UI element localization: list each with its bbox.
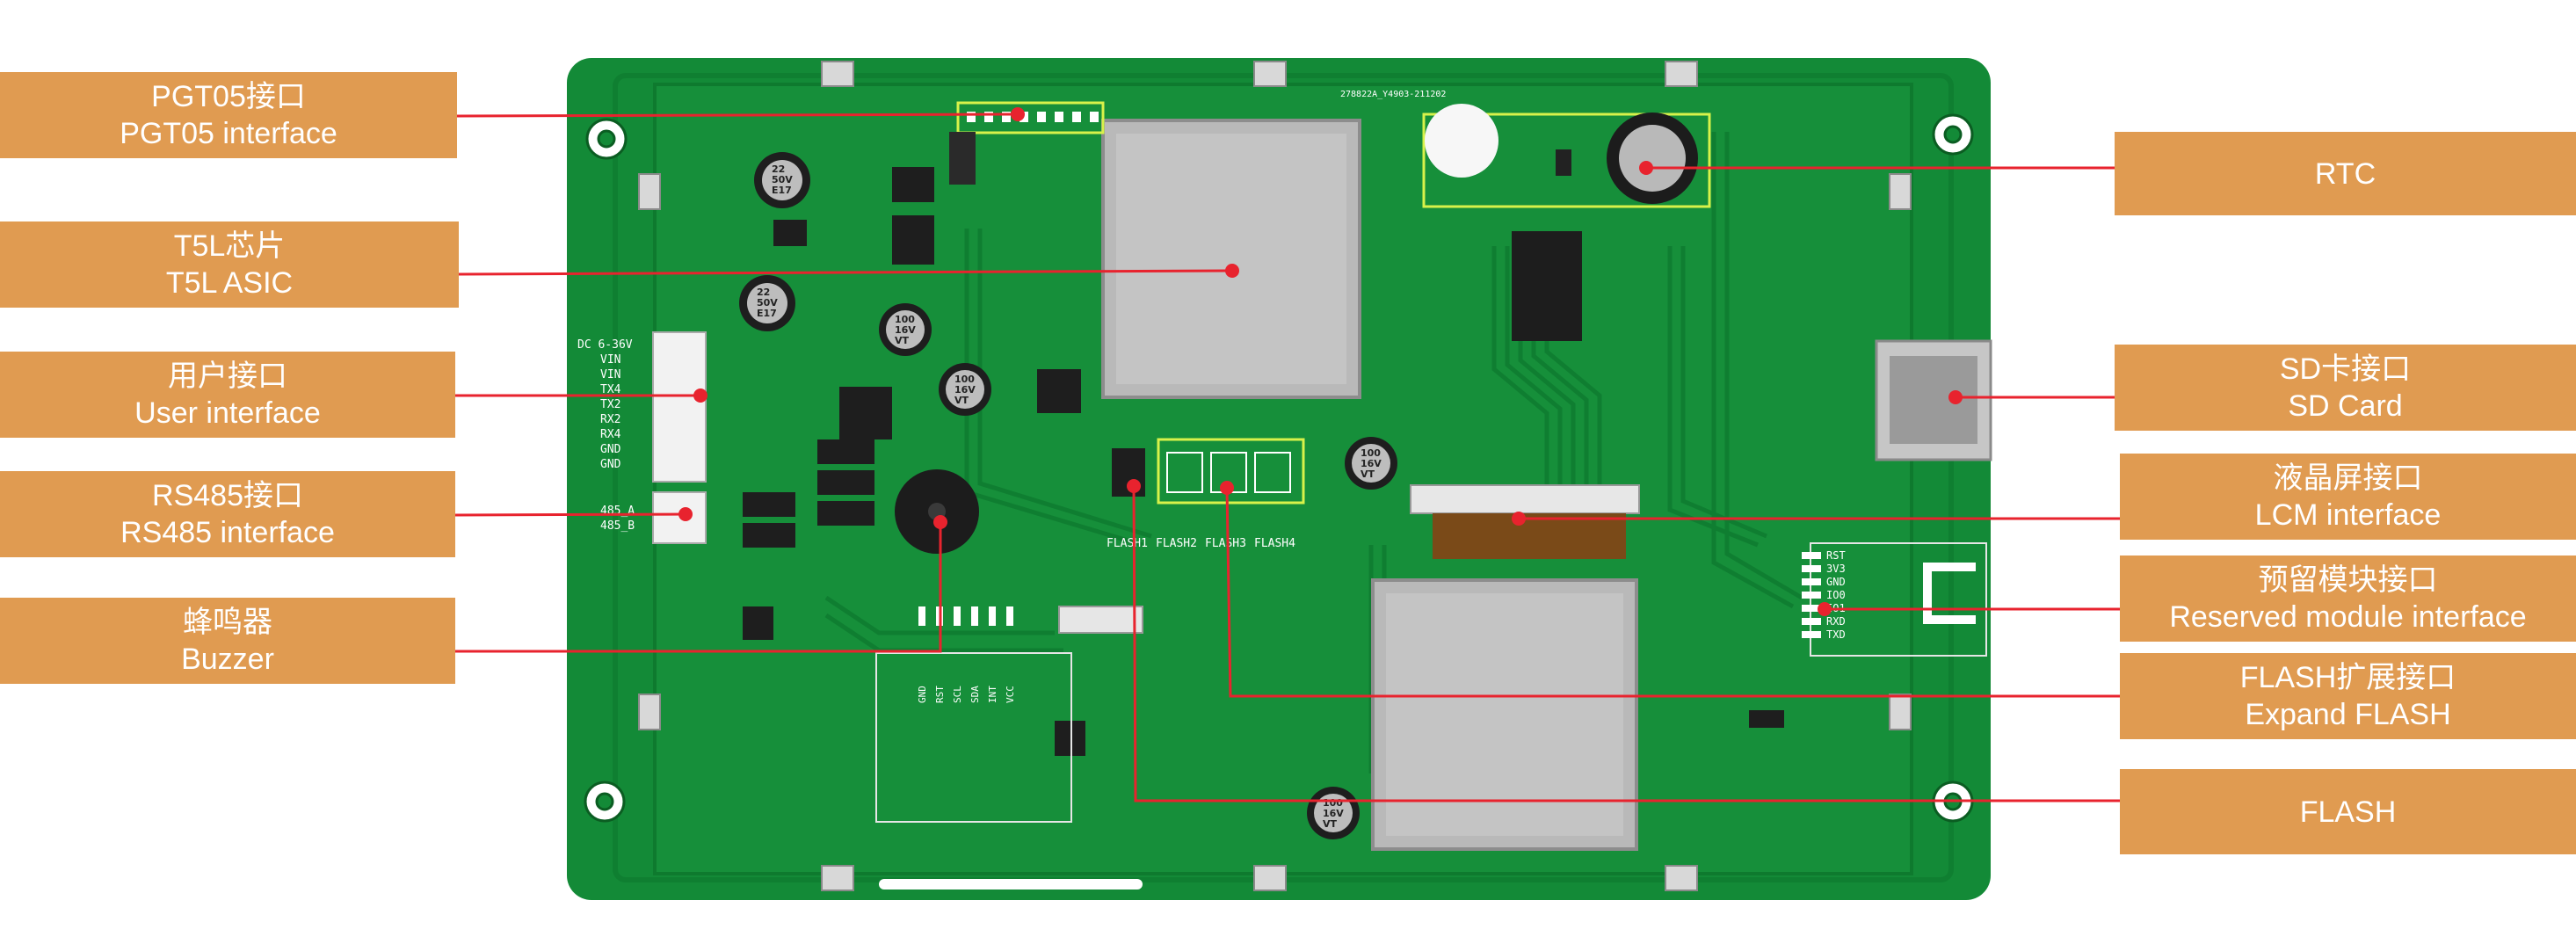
label-reserved-module-interface: 预留模块接口 Reserved module interface: [2120, 556, 2576, 642]
label-en: PGT05 interface: [120, 117, 337, 150]
label-en: RS485 interface: [120, 516, 335, 549]
module-footprint: [875, 652, 1072, 823]
lcm-connector: [1410, 484, 1640, 514]
flash-pad-label: FLASH1: [1107, 537, 1148, 550]
user-pin-label: VIN: [600, 368, 620, 381]
reserved-pin-label: 3V3: [1826, 563, 1846, 575]
label-en: RTC: [2314, 156, 2376, 191]
label-expand-flash: FLASH扩展接口 Expand FLASH: [2120, 653, 2576, 739]
user-pin-label: RX2: [600, 413, 620, 426]
cap-marking: 50V: [757, 297, 778, 309]
module-pin-label: SCL: [952, 686, 963, 703]
electrolytic-capacitors: [739, 152, 1397, 839]
label-en: T5L ASIC: [165, 266, 294, 300]
cap-marking: 100: [954, 374, 975, 385]
user-pin-label: GND: [600, 443, 621, 456]
label-sd-card: SD卡接口 SD Card: [2115, 345, 2576, 431]
label-pgt05-interface: PGT05接口 PGT05 interface: [0, 72, 457, 158]
cap-marking: 16V: [1361, 458, 1382, 469]
label-en: LCM interface: [2254, 498, 2442, 532]
reserved-pin-label: RST: [1826, 549, 1846, 562]
label-rtc: RTC: [2115, 132, 2576, 215]
label-user-interface: 用户接口 User interface: [0, 352, 455, 438]
cap-marking: 16V: [1323, 808, 1344, 819]
user-pin-label: RX4: [600, 428, 621, 441]
reserved-pin-label: IO1: [1826, 602, 1846, 614]
label-cn: FLASH扩展接口: [2239, 661, 2456, 694]
label-en: Expand FLASH: [2245, 698, 2451, 731]
flash-pad-label: FLASH4: [1254, 537, 1295, 550]
cap-marking: 50V: [772, 174, 793, 185]
cap-marking: E17: [757, 308, 777, 319]
label-cn: RS485接口: [152, 479, 303, 512]
label-cn: 蜂鸣器: [183, 606, 272, 639]
white-dome: [1425, 104, 1498, 178]
label-lcm-interface: 液晶屏接口 LCM interface: [2120, 454, 2576, 540]
cap-marking: VT: [1323, 818, 1338, 830]
cap-marking: VT: [895, 335, 910, 346]
cap-marking: 100: [1361, 447, 1381, 459]
rs485-pin-label: 485_A: [600, 505, 635, 518]
label-en: SD Card: [2288, 389, 2403, 423]
reserved-pin-label: RXD: [1826, 615, 1846, 628]
cap-marking: 100: [895, 314, 915, 325]
module-pin-label: INT: [987, 686, 998, 703]
flash-pad-label: FLASH3: [1205, 537, 1246, 550]
label-cn: T5L芯片: [173, 229, 286, 263]
user-pin-label: VIN: [600, 353, 620, 367]
module-pin-label: SDA: [969, 686, 981, 703]
module-pin-label: VCC: [1005, 686, 1016, 703]
module-pin-label: RST: [934, 686, 946, 703]
small-connector: [1058, 606, 1143, 634]
cap-marking: 16V: [895, 324, 916, 336]
cap-marking: 22: [757, 287, 770, 298]
flash-pad-label: FLASH2: [1156, 537, 1197, 550]
label-cn: SD卡接口: [2279, 352, 2412, 386]
cap-marking: E17: [772, 185, 792, 196]
user-pin-label: GND: [600, 458, 621, 471]
label-t5l-asic: T5L芯片 T5L ASIC: [0, 221, 459, 308]
user-pin-label: TX2: [600, 398, 620, 411]
cap-marking: 22: [772, 163, 785, 175]
power-label: DC 6-36V: [577, 338, 633, 352]
label-buzzer: 蜂鸣器 Buzzer: [0, 598, 455, 684]
rtc-highlight: [1422, 113, 1711, 208]
label-flash: FLASH: [2120, 769, 2576, 854]
pgt05-header-highlight: [956, 101, 1105, 134]
label-cn: 用户接口: [168, 359, 287, 393]
label-cn: 液晶屏接口: [2273, 461, 2423, 495]
label-cn: PGT05接口: [151, 80, 306, 113]
cap-marking: VT: [954, 395, 969, 406]
board-slot: [879, 879, 1143, 890]
reserved-pin-label: IO0: [1826, 589, 1846, 601]
label-rs485-interface: RS485接口 RS485 interface: [0, 471, 455, 557]
rs485-pin-label: 485_B: [600, 519, 635, 533]
user-pin-label: TX4: [600, 383, 621, 396]
rs485-connector: [652, 491, 707, 544]
module-pin-label: GND: [917, 686, 928, 703]
ic-tssop: [1512, 231, 1582, 341]
label-en: User interface: [134, 396, 321, 430]
label-en: FLASH: [2299, 795, 2397, 829]
board-serial: 278822A_Y4903-211202: [1340, 90, 1446, 99]
reserved-pin-label: TXD: [1826, 628, 1846, 641]
user-connector: [652, 331, 707, 483]
cap-marking: VT: [1361, 468, 1375, 480]
smd-components: [743, 132, 1784, 756]
flash-chips: [1112, 448, 1145, 497]
label-en: Buzzer: [181, 643, 274, 676]
label-en: Reserved module interface: [2169, 600, 2527, 634]
label-cn: 预留模块接口: [2258, 563, 2438, 597]
cap-marking: 16V: [954, 384, 976, 396]
reserved-pin-label: GND: [1826, 576, 1846, 588]
